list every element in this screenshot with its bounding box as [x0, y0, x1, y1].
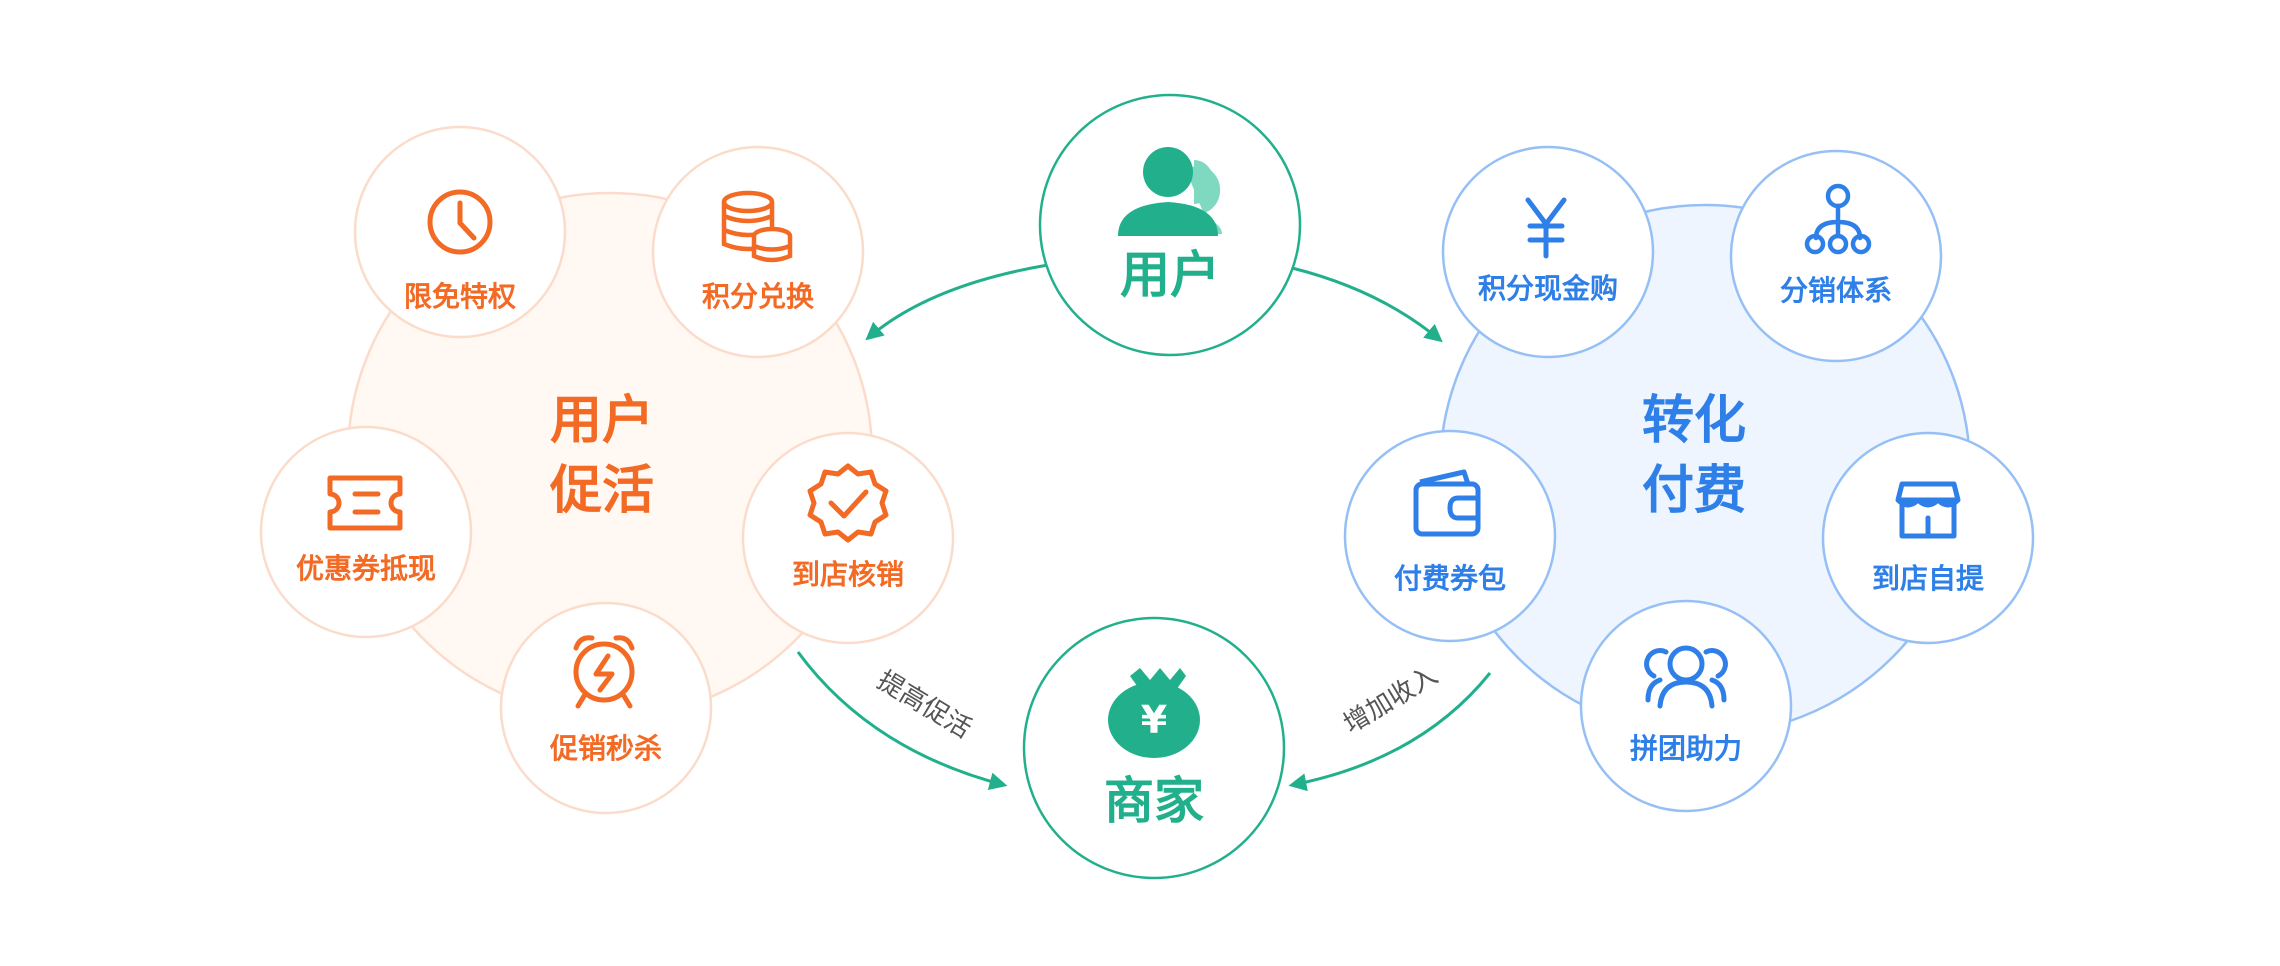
right-node-store-pickup: 到店自提 — [1821, 431, 2035, 645]
left-node-limited-free: 限免特权 — [353, 125, 567, 339]
money-bag-icon: ¥ — [1108, 668, 1200, 758]
left-node-store-verify: 到店核销 — [741, 431, 955, 645]
node-label: 付费券包 — [1394, 562, 1506, 595]
arrow-right-to-merchant — [1288, 672, 1492, 792]
alarm-lightning-icon — [573, 635, 635, 709]
center-node-user-label: 用户 — [1120, 246, 1220, 304]
right-cluster-title-line2: 付费 — [1642, 461, 1746, 521]
arrow-label-left: 提高促活 — [872, 665, 977, 744]
svg-text:¥: ¥ — [1141, 698, 1167, 742]
coupon-icon — [327, 475, 403, 531]
center-node-merchant-label: 商家 — [1104, 772, 1204, 830]
center-node-user: 用户 — [1038, 93, 1302, 357]
right-cluster-title-line1: 转化 — [1642, 391, 1746, 451]
verified-badge-icon — [807, 463, 889, 543]
left-node-coupon-cash: 优惠券抵现 — [259, 425, 473, 639]
right-node-distribution: 分销体系 — [1729, 149, 1943, 363]
coins-icon — [721, 190, 793, 263]
center-node-merchant: ¥ 商家 — [1022, 616, 1286, 880]
node-label: 积分兑换 — [702, 280, 815, 313]
group-icon — [1644, 645, 1728, 709]
node-label: 分销体系 — [1780, 274, 1892, 307]
arrow-user-to-right — [1291, 266, 1443, 343]
store-icon — [1895, 481, 1961, 539]
left-node-flash-sale: 促销秒杀 — [499, 601, 713, 815]
yuan-icon — [1525, 197, 1567, 259]
left-cluster-title-line2: 促活 — [549, 461, 654, 521]
node-label: 到店自提 — [1872, 562, 1985, 595]
left-node-points-exchange: 积分兑换 — [651, 145, 865, 359]
node-label: 拼团助力 — [1630, 732, 1742, 765]
clock-icon — [427, 189, 493, 255]
arrow-user-to-left — [865, 263, 1049, 341]
node-label: 优惠券抵现 — [296, 552, 436, 585]
right-node-group-buy: 拼团助力 — [1579, 599, 1793, 813]
users-icon — [1118, 147, 1222, 236]
node-label: 限免特权 — [404, 280, 516, 313]
arrow-left-to-merchant — [796, 651, 1008, 791]
right-node-paid-coupon-pack: 付费券包 — [1343, 429, 1557, 643]
right-node-points-cash: 积分现金购 — [1441, 145, 1655, 359]
hierarchy-icon — [1804, 183, 1872, 255]
arrow-label-right: 增加收入 — [1339, 660, 1444, 739]
left-cluster-title-line1: 用户 — [550, 391, 654, 451]
wallet-icon — [1413, 469, 1481, 537]
node-label: 促销秒杀 — [549, 732, 662, 765]
node-label: 积分现金购 — [1478, 272, 1618, 305]
node-label: 到店核销 — [792, 558, 904, 591]
